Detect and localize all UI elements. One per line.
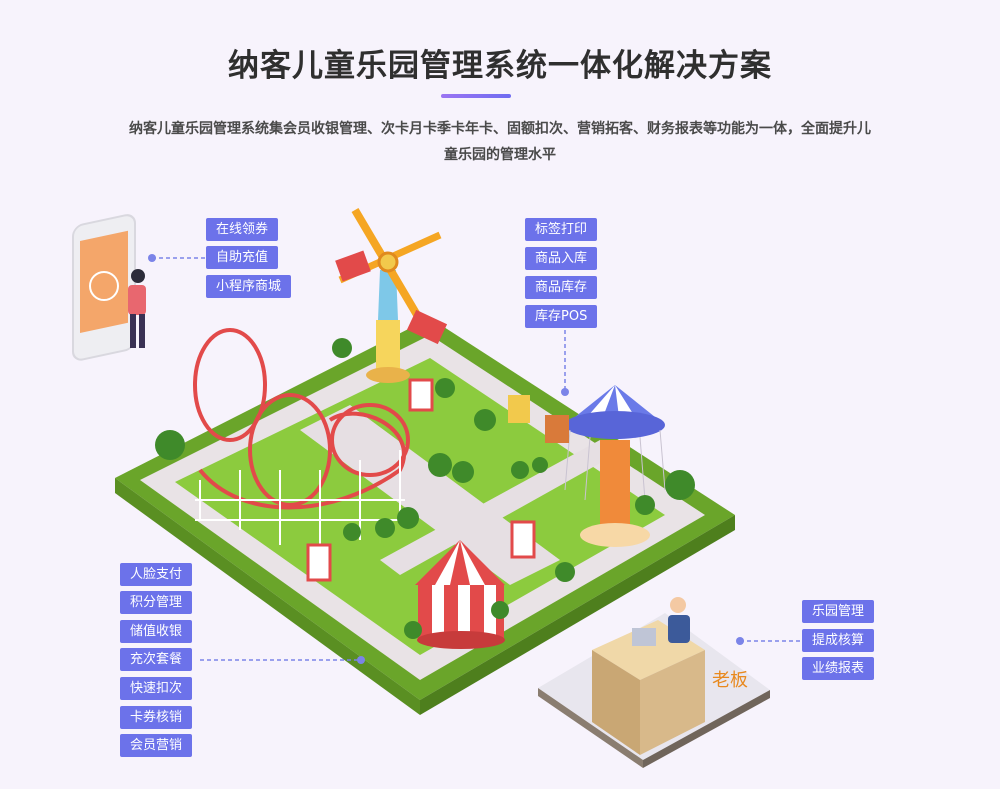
trees bbox=[155, 338, 695, 639]
tag-points-management[interactable]: 积分管理 bbox=[120, 591, 193, 614]
page-description: 纳客儿童乐园管理系统集会员收银管理、次卡月卡季卡年卡、固额扣次、营销拓客、财务报… bbox=[129, 121, 871, 163]
tag-label-printing[interactable]: 标签打印 bbox=[525, 218, 598, 241]
tag-visit-package[interactable]: 充次套餐 bbox=[120, 648, 193, 671]
coaster-support bbox=[195, 450, 405, 545]
tag-park-management[interactable]: 乐园管理 bbox=[802, 600, 875, 623]
carousel bbox=[564, 385, 666, 547]
boss-office bbox=[538, 597, 770, 768]
tag-stock-pos[interactable]: 库存POS bbox=[525, 305, 598, 328]
ticket-booths bbox=[306, 378, 569, 582]
page-title: 纳客儿童乐园管理系统一体化解决方案 bbox=[228, 48, 772, 84]
park-walkway-2 bbox=[380, 440, 620, 575]
park-walkway bbox=[300, 405, 560, 585]
tag-face-payment[interactable]: 人脸支付 bbox=[120, 563, 193, 586]
tag-quick-deduct[interactable]: 快速扣次 bbox=[120, 677, 193, 700]
tag-coupon-redeem[interactable]: 卡券核销 bbox=[120, 706, 193, 729]
title-underline bbox=[441, 94, 511, 98]
tag-goods-stock[interactable]: 商品库存 bbox=[525, 276, 598, 299]
connector-dots bbox=[148, 254, 744, 664]
tag-online-coupon[interactable]: 在线领券 bbox=[206, 218, 279, 241]
circus-tent bbox=[415, 540, 505, 649]
pendulum-ride bbox=[335, 207, 448, 383]
tag-goods-inbound[interactable]: 商品入库 bbox=[525, 247, 598, 270]
tag-mini-program-mall[interactable]: 小程序商城 bbox=[206, 275, 292, 298]
tag-member-marketing[interactable]: 会员营销 bbox=[120, 734, 193, 757]
tag-stored-value-cashier[interactable]: 储值收银 bbox=[120, 620, 193, 643]
hedge-side-right bbox=[420, 515, 735, 715]
tag-performance-report[interactable]: 业绩报表 bbox=[802, 657, 875, 680]
boss-label: 老板 bbox=[712, 670, 748, 691]
mobile-phone bbox=[72, 214, 136, 361]
person-with-phone bbox=[128, 269, 146, 348]
tag-commission-calc[interactable]: 提成核算 bbox=[802, 629, 875, 652]
hedge-side-left bbox=[115, 478, 420, 715]
tag-self-recharge[interactable]: 自助充值 bbox=[206, 246, 279, 269]
connector-lines bbox=[152, 257, 800, 661]
